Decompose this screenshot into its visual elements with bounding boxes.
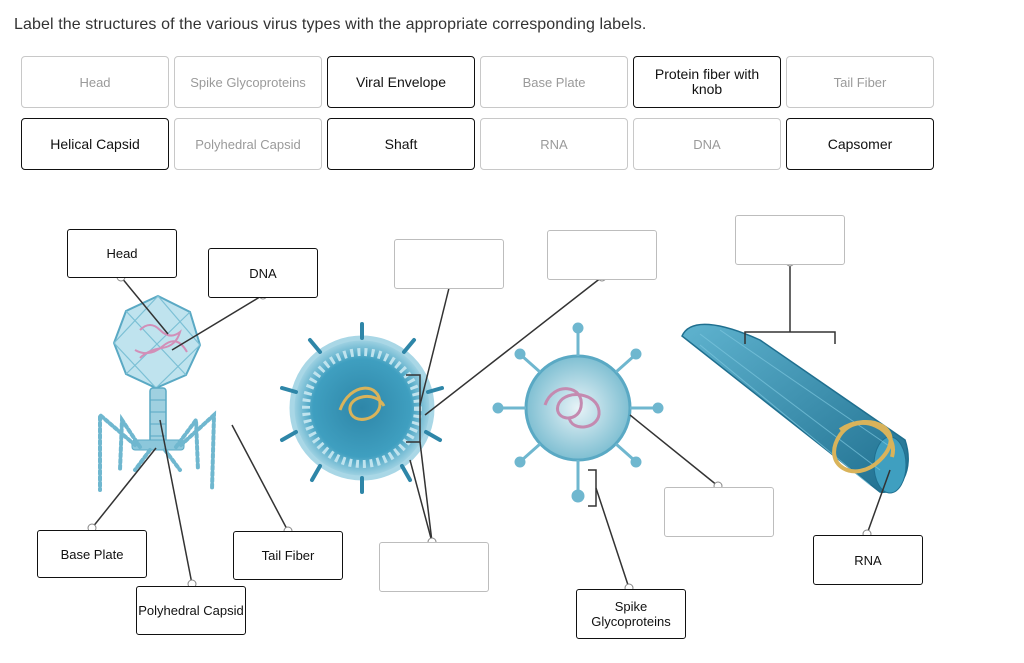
drop-target-helical-top[interactable]	[735, 215, 845, 265]
bank-chip-shaft[interactable]: Shaft	[327, 118, 475, 170]
bacteriophage	[98, 294, 217, 492]
leader-lines	[91, 262, 891, 589]
helical-virus	[681, 323, 909, 494]
bank-chip-tail-fiber[interactable]: Tail Fiber	[786, 56, 934, 108]
drop-target-center-right[interactable]	[664, 487, 774, 537]
bank-chip-head[interactable]: Head	[21, 56, 169, 108]
bank-chip-helical-capsid[interactable]: Helical Capsid	[21, 118, 169, 170]
bank-chip-protein-fiber-with-knob[interactable]: Protein fiber with knob	[633, 56, 781, 108]
drop-target-dna[interactable]: DNA	[208, 248, 318, 298]
bank-chip-rna[interactable]: RNA	[480, 118, 628, 170]
bank-chip-dna[interactable]: DNA	[633, 118, 781, 170]
drop-target-base-plate[interactable]: Base Plate	[37, 530, 147, 578]
bank-chip-polyhedral-capsid[interactable]: Polyhedral Capsid	[174, 118, 322, 170]
bank-chip-spike-glycoproteins[interactable]: Spike Glycoproteins	[174, 56, 322, 108]
bank-chip-base-plate[interactable]: Base Plate	[480, 56, 628, 108]
spiked-virus	[492, 322, 664, 507]
enveloped-virus	[280, 322, 444, 494]
drop-target-spike-glycoproteins[interactable]: Spike Glycoproteins	[576, 589, 686, 639]
bank-chip-viral-envelope[interactable]: Viral Envelope	[327, 56, 475, 108]
drop-target-head[interactable]: Head	[67, 229, 177, 278]
drop-target-enveloped-top[interactable]	[394, 239, 504, 289]
drop-target-tail-fiber[interactable]: Tail Fiber	[233, 531, 343, 580]
drop-target-enveloped-bottom[interactable]	[379, 542, 489, 592]
bank-chip-capsomer[interactable]: Capsomer	[786, 118, 934, 170]
drop-target-center-top[interactable]	[547, 230, 657, 280]
drop-target-polyhedral-capsid[interactable]: Polyhedral Capsid	[136, 586, 246, 635]
drop-target-rna[interactable]: RNA	[813, 535, 923, 585]
instruction-text: Label the structures of the various viru…	[14, 16, 647, 33]
